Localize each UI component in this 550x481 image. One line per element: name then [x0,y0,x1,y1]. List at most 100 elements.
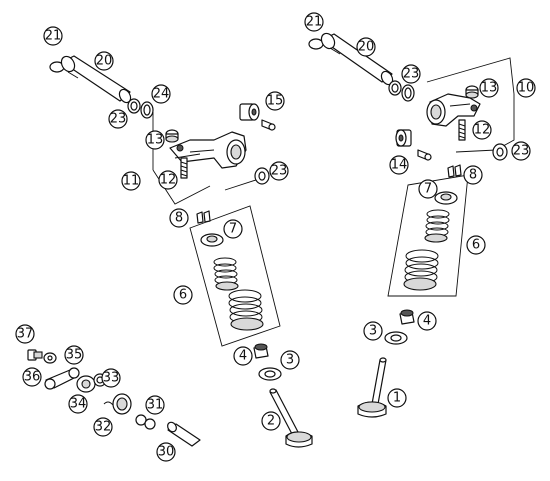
svg-text:13: 13 [147,133,164,148]
valve-seal-4-right [399,309,415,325]
rocker-shaft-20-right [320,32,394,86]
svg-text:4: 4 [423,314,431,329]
tensioner-link-36 [44,367,80,390]
adjust-screw-12-right [458,119,466,141]
left-rocker-shaft-group [49,55,154,119]
svg-text:8: 8 [175,211,183,226]
callout-3-left: 3 [280,350,300,370]
svg-text:3: 3 [286,353,294,368]
svg-text:6: 6 [179,288,187,303]
o-ring-21-right [308,38,324,50]
callout-4-right: 4 [417,311,437,331]
outer-spring-right [403,249,439,291]
callout-1: 1 [387,388,407,408]
callout-6-left: 6 [173,285,193,305]
callout-6-right: 6 [466,235,486,255]
callout-31: 31 [145,395,165,415]
callout-32: 32 [93,417,113,437]
valve-spring-group-left [189,205,281,347]
callout-13-right: 13 [479,78,499,98]
svg-text:35: 35 [66,348,83,363]
svg-text:31: 31 [147,398,164,413]
svg-text:8: 8 [469,168,477,183]
svg-text:23: 23 [110,112,127,127]
valve-2-intake [269,388,313,448]
valve-1-exhaust [357,357,387,418]
right-rocker-shaft-group [308,32,415,102]
svg-text:13: 13 [481,81,498,96]
callout-23-right-lower: 23 [511,141,531,161]
svg-text:36: 36 [24,370,41,385]
svg-text:20: 20 [358,40,375,55]
callout-30: 30 [156,442,176,462]
svg-text:34: 34 [70,397,87,412]
spring-seat-3-left [258,367,282,381]
tensioner-parts-group [27,349,201,447]
callout-12-right: 12 [472,120,492,140]
outer-spring-left [228,289,264,331]
spring-seat-3-right [384,331,408,345]
callout-7-left: 7 [223,219,243,239]
callout-36: 36 [22,367,42,387]
svg-text:23: 23 [271,164,288,179]
svg-text:23: 23 [513,144,530,159]
rocker-arm-left [169,131,247,169]
callout-23-right: 23 [401,64,421,84]
svg-text:37: 37 [17,327,34,342]
svg-text:12: 12 [474,123,491,138]
callout-35: 35 [64,345,84,365]
svg-text:21: 21 [45,29,62,44]
callout-4-left: 4 [233,346,253,366]
svg-text:11: 11 [123,174,140,189]
roller-15-left [239,103,276,131]
valve-seal-4-left [253,343,269,359]
callout-10: 10 [516,78,536,98]
svg-text:20: 20 [96,54,113,69]
svg-text:7: 7 [424,182,432,197]
adjust-nut-13-right [465,85,479,99]
callout-7-right: 7 [418,179,438,199]
callout-15: 15 [265,91,285,111]
svg-text:7: 7 [229,222,237,237]
callout-14: 14 [389,155,409,175]
svg-text:6: 6 [472,238,480,253]
callout-21-right: 21 [304,12,324,32]
pin-30 [167,421,201,447]
inner-spring-left [213,257,239,291]
callout-8-right: 8 [463,165,483,185]
callout-11: 11 [121,171,141,191]
rocker-shaft-20-left [60,55,132,104]
tensioner-housing [112,393,132,415]
svg-text:10: 10 [518,81,535,96]
adjust-screw-12-left [180,157,188,179]
svg-text:15: 15 [267,94,284,109]
svg-text:14: 14 [391,158,408,173]
gear-34 [76,375,96,393]
callout-23-left: 23 [108,109,128,129]
callout-2: 2 [261,411,281,431]
svg-text:3: 3 [369,324,377,339]
ring-31b [144,418,156,430]
valve-spring-group-right [387,164,469,297]
callout-3-right: 3 [363,321,383,341]
callout-20-right: 20 [356,37,376,57]
svg-text:1: 1 [393,391,401,406]
callout-37: 37 [15,324,35,344]
svg-text:4: 4 [239,349,247,364]
svg-text:12: 12 [160,173,177,188]
inner-spring-right [424,209,450,243]
svg-text:23: 23 [403,67,420,82]
svg-text:30: 30 [158,445,175,460]
adjust-nut-13-left [165,129,179,143]
frame-10 [426,57,515,153]
bolt-37 [27,349,43,361]
callout-12-left: 12 [158,170,178,190]
ring-31a [135,414,147,426]
rocker-arm-right [426,93,481,127]
svg-text:2: 2 [267,414,275,429]
callout-34: 34 [68,394,88,414]
svg-text:24: 24 [153,87,170,102]
svg-text:21: 21 [306,15,323,30]
callout-21-left: 21 [43,26,63,46]
